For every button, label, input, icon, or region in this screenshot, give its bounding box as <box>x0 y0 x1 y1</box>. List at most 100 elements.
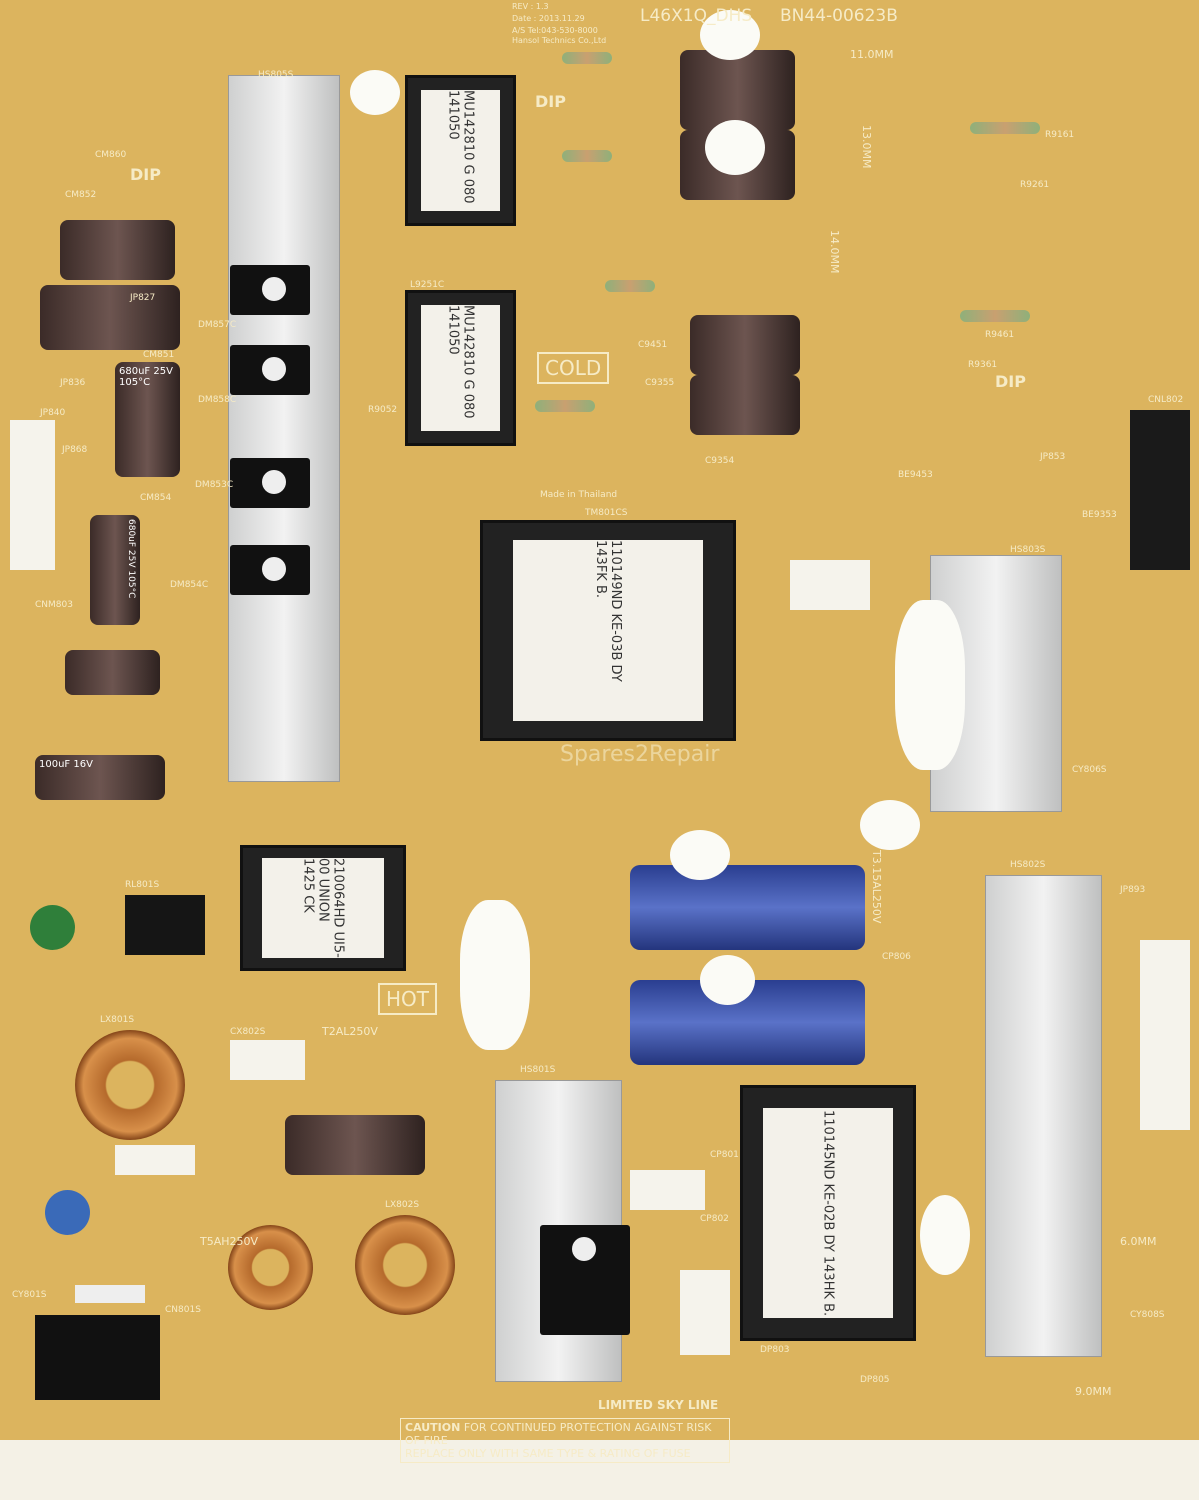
ref-label: CNM803 <box>35 600 73 610</box>
cement-resistor <box>630 1170 705 1210</box>
resistor-r9451 <box>605 280 655 292</box>
glue <box>700 955 755 1005</box>
glue <box>350 70 400 115</box>
bulk-capacitor <box>630 865 865 950</box>
dimension-label: 14.0MM <box>828 230 841 274</box>
relay-rl801s <box>125 895 205 955</box>
glue <box>705 120 765 175</box>
ref-label: CY808S <box>1130 1310 1165 1320</box>
ref-label: JP840 <box>40 408 66 418</box>
date-label: Date : 2013.11.29 <box>512 14 585 23</box>
transformer-tm802cs: 110145ND KE-02B DY 143HK B. <box>740 1085 916 1341</box>
ref-label: R9461 <box>985 330 1015 340</box>
ref-label: L9251C <box>410 280 445 290</box>
glue <box>670 830 730 880</box>
caution-line: FOR CONTINUED PROTECTION AGAINST RISK OF… <box>405 1421 712 1447</box>
ref-label: HS805S <box>258 70 294 80</box>
ref-label: DP805 <box>860 1375 890 1385</box>
glue <box>920 1195 970 1275</box>
resistor-r9161 <box>970 122 1040 134</box>
cement-resistor <box>680 1270 730 1355</box>
varistor-vx801s <box>45 1190 90 1235</box>
x-capacitor <box>115 1145 195 1175</box>
ref-label: CX802S <box>230 1027 266 1037</box>
ref-label: DM853C <box>195 480 234 490</box>
watermark: Spares2Repair <box>560 742 720 767</box>
hot-label: HOT <box>378 983 437 1015</box>
capacitor <box>680 50 795 130</box>
maker-label: Hansol Technics Co.,Ltd <box>512 36 607 45</box>
dimension-label: 9.0MM <box>1075 1385 1112 1398</box>
cement-resistor <box>790 560 870 610</box>
transformer-l9151c: MU142810 G 080 141050 <box>405 75 516 226</box>
x-capacitor-cx802s <box>230 1040 305 1080</box>
ref-label: C9355 <box>645 378 675 388</box>
glue <box>860 800 920 850</box>
cold-label: COLD <box>537 352 610 384</box>
ref-label: CY806S <box>1072 765 1107 775</box>
caution-line: REPLACE ONLY WITH SAME TYPE & RATING OF … <box>405 1447 691 1460</box>
limited-sky-line-label: LIMITED SKY LINE <box>598 1398 719 1412</box>
capacitor <box>690 375 800 435</box>
ref-label: JP893 <box>1120 885 1146 895</box>
model-label: L46X1Q_DHS <box>640 6 753 26</box>
rev-label: REV : 1.3 <box>512 2 549 11</box>
resistor-r9151 <box>562 52 612 64</box>
dimension-label: 13.0MM <box>860 125 873 169</box>
ref-label: C9451 <box>638 340 668 350</box>
ref-label: HS803S <box>1010 545 1046 555</box>
ref-label: CY801S <box>12 1290 47 1300</box>
ref-label: BE9453 <box>898 470 933 480</box>
inductor <box>228 1225 313 1310</box>
service-label: A/S Tel:043-530-8000 <box>512 26 598 35</box>
thermistor <box>30 905 75 950</box>
mosfet <box>230 265 310 315</box>
dip-label: DIP <box>130 165 161 184</box>
resistor-r9461 <box>960 310 1030 322</box>
ref-label: CM854 <box>140 493 172 503</box>
glue <box>460 900 530 1050</box>
glue <box>895 600 965 770</box>
transformer-t801cs: 210064HD UI5-00 UNION 1425 CK <box>240 845 406 971</box>
fuse-rating: T3.15AL250V <box>870 850 883 924</box>
ref-label: DP803 <box>760 1345 790 1355</box>
pcb-board: L46X1Q_DHS BN44-00623B REV : 1.3 Date : … <box>0 0 1199 1463</box>
ref-label: CP802 <box>700 1214 729 1224</box>
ref-label: R9052 <box>368 405 398 415</box>
ref-label: CM851 <box>143 350 175 360</box>
caution-title: CAUTION <box>405 1421 461 1434</box>
fuse-rating: T2AL250V <box>322 1025 378 1038</box>
ref-label: DM854C <box>170 580 209 590</box>
mosfet <box>540 1225 630 1335</box>
ref-label: RL801S <box>125 880 160 890</box>
dimension-label: 6.0MM <box>1120 1235 1157 1248</box>
ref-label: DM857C <box>198 320 237 330</box>
common-mode-choke-lx802s <box>355 1215 455 1315</box>
fuse-rating: T5AH250V <box>200 1235 259 1248</box>
capacitor <box>60 220 175 280</box>
heatsink-hs805s <box>228 75 340 782</box>
ref-label: LX801S <box>100 1015 135 1025</box>
ref-label: TM801CS <box>585 508 628 518</box>
capacitor-cm851: 680uF 25V 105°C <box>115 362 180 477</box>
fuse-f801s <box>75 1285 145 1303</box>
capacitor <box>285 1115 425 1175</box>
ref-label: R9161 <box>1045 130 1075 140</box>
dip-label: DIP <box>535 92 566 111</box>
ref-label: JP827 <box>130 293 156 303</box>
ref-label: DM858C <box>198 395 237 405</box>
dimension-label: 11.0MM <box>850 48 894 61</box>
ref-label: HS802S <box>1010 860 1046 870</box>
capacitor: 680uF 25V 105°C <box>90 515 140 625</box>
capacitor-cs851: 100uF 16V <box>35 755 165 800</box>
ref-label: CNL802 <box>1148 395 1184 405</box>
ref-label: R9261 <box>1020 180 1050 190</box>
ref-label: CM860 <box>95 150 127 160</box>
capacitor <box>65 650 160 695</box>
ref-label: C9354 <box>705 456 735 466</box>
barcode-label <box>1140 940 1190 1130</box>
ref-label: LX802S <box>385 1200 420 1210</box>
transformer-tm801cs: 110149ND KE-03B DY 143FK B. <box>480 520 736 741</box>
ref-label: HS801S <box>520 1065 556 1075</box>
ref-label: BE9353 <box>1082 510 1117 520</box>
